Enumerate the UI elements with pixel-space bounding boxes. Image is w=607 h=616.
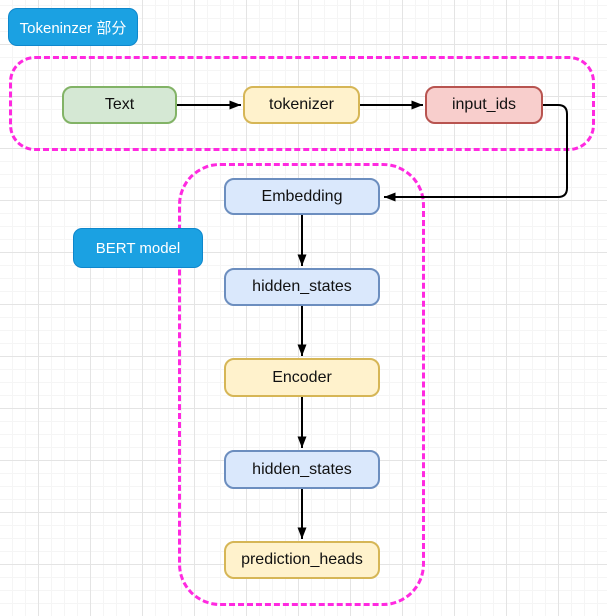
- node-prediction-heads: prediction_heads: [224, 541, 380, 579]
- bert-model-section-container: [178, 163, 425, 606]
- node-hidden-states-1: hidden_states: [224, 268, 380, 306]
- node-tokenizer: tokenizer: [243, 86, 360, 124]
- node-embedding: Embedding: [224, 178, 380, 215]
- node-hidden-states-2: hidden_states: [224, 450, 380, 489]
- tokenizer-section-label: Tokeninzer 部分: [8, 8, 138, 46]
- bert-model-label: BERT model: [73, 228, 203, 268]
- node-encoder: Encoder: [224, 358, 380, 397]
- node-text: Text: [62, 86, 177, 124]
- node-input-ids: input_ids: [425, 86, 543, 124]
- tokenizer-section-container: [9, 56, 595, 151]
